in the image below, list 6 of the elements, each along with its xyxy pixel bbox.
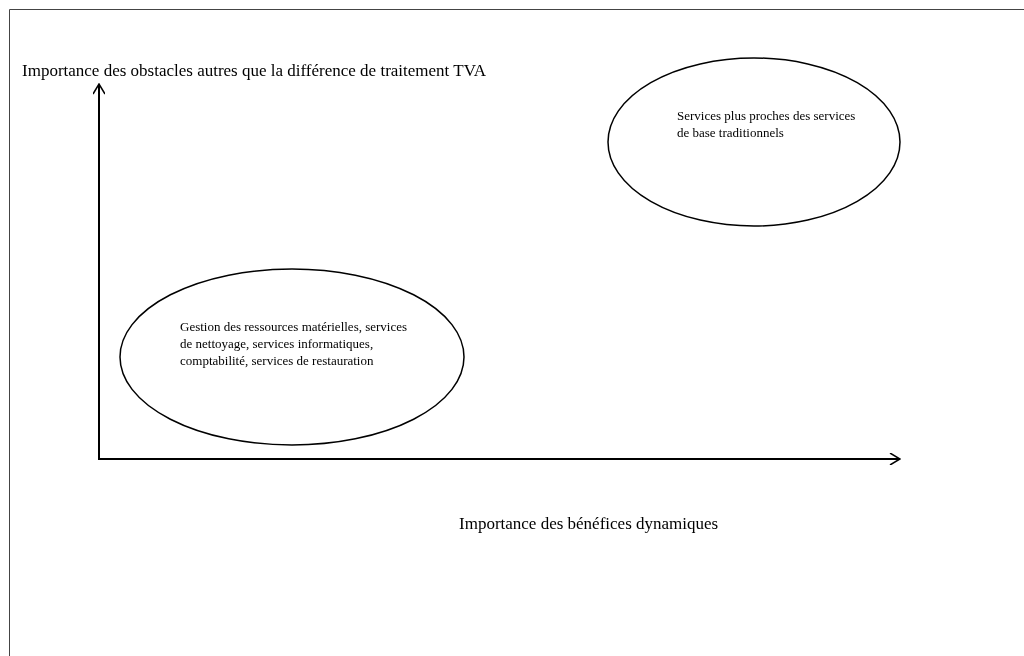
ellipse-node [119, 268, 465, 446]
node-text: Gestion des ressources matérielles, services de nettoyage, services informatiques, comptabilité, services de restauration [180, 318, 409, 369]
node-text: Services plus proches des services de base traditionnels [677, 107, 857, 141]
ellipse-node [607, 57, 901, 227]
y-axis-title: Importance des obstacles autres que la différence de traitement TVA [22, 61, 486, 81]
x-axis-title: Importance des bénéfices dynamiques [459, 514, 719, 534]
